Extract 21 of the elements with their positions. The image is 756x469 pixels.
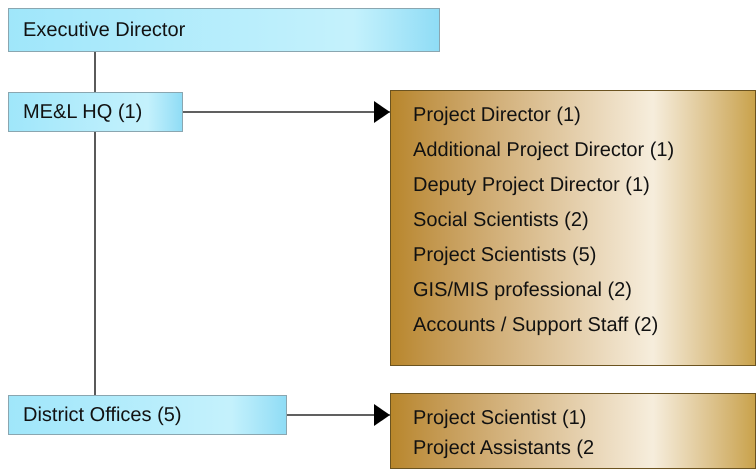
- box-label: Executive Director: [23, 18, 186, 42]
- connector-line: [94, 52, 96, 92]
- box-label: ME&L HQ (1): [23, 100, 142, 124]
- staff-entry: Project Assistants (2: [413, 436, 594, 460]
- arrow: [183, 101, 390, 123]
- box-label: District Offices (5): [23, 403, 182, 427]
- staff-panel: [390, 90, 756, 366]
- staff-entry: Additional Project Director (1): [413, 138, 674, 162]
- staff-entry: Deputy Project Director (1): [413, 173, 650, 197]
- arrow: [287, 404, 390, 426]
- org-box: [8, 92, 183, 132]
- staff-entry: Project Scientists (5): [413, 243, 596, 267]
- staff-panel: [390, 393, 756, 469]
- staff-entry: GIS/MIS professional (2): [413, 278, 632, 302]
- staff-entry: Accounts / Support Staff (2): [413, 313, 658, 337]
- staff-entry: Project Scientist (1): [413, 406, 586, 430]
- org-box: [8, 8, 440, 52]
- staff-entry: Project Director (1): [413, 103, 581, 127]
- connector-line: [94, 132, 96, 395]
- org-box: [8, 395, 287, 435]
- staff-entry: Social Scientists (2): [413, 208, 589, 232]
